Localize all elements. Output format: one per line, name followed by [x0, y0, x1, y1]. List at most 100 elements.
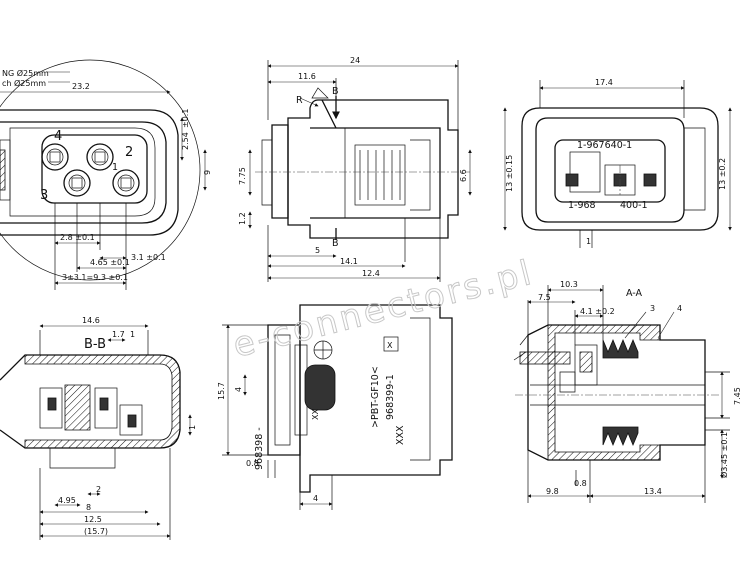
- terminal-slot: [47, 397, 57, 411]
- dimension-dia-b: Ø3.45 ±0.1: [719, 432, 729, 478]
- dimension-b: 1: [130, 330, 135, 339]
- dimension-bottom: 4: [313, 494, 318, 503]
- dimension-width: 23.2: [72, 82, 90, 91]
- dimension-right: 1: [188, 425, 197, 430]
- terminal-slot: [643, 173, 657, 187]
- code-mark-small: XX: [311, 409, 320, 420]
- side-front-lip: [271, 124, 289, 219]
- terminal-slot: [99, 397, 109, 411]
- dimension-top: 14.6: [82, 316, 100, 325]
- side-latch: [354, 144, 406, 206]
- dimension-upper: 11.6: [298, 72, 316, 81]
- marking-view: X >PBT-GF10< 968399-1 XXX XX 968398 - 15…: [217, 304, 453, 510]
- note-text: ch Ø25mm: [2, 78, 46, 88]
- terminal-slot: [127, 414, 137, 428]
- dimension-right: 13.4: [644, 487, 662, 496]
- section-title: B-B: [84, 337, 106, 352]
- end-inner-outline: [535, 117, 685, 223]
- dimension-lower-b: 12.4: [362, 269, 380, 278]
- dimension-gap: 0.8: [246, 459, 259, 468]
- dimension-b: 4.1 ±0.2: [580, 307, 615, 316]
- dimension-tolerance: ±0.1: [181, 109, 190, 128]
- dimension-right: 9: [203, 170, 212, 175]
- latch-ribs: [359, 150, 401, 200]
- section-mark-top: B: [332, 86, 339, 97]
- code-mark: XXX: [395, 425, 406, 445]
- dimension-c: 2: [96, 485, 101, 494]
- mark-box: [383, 336, 399, 352]
- dimension-d4: 3±3.1=9.3 ±0.1: [62, 273, 128, 282]
- pin-cavity: [86, 143, 114, 171]
- part-number-mark: 968399-1: [385, 374, 396, 420]
- radius-note: R: [296, 95, 303, 106]
- end-view: 1-967640-1 1-968 400-1 17.4 13 ±0.15 13 …: [503, 78, 732, 248]
- dimension-height-right: 13 ±0.2: [718, 158, 727, 190]
- side-view: R B B 24 11.6 7.75 1.2 6.6 5 14.1 12.4: [238, 56, 472, 282]
- section-a-a: A-A 3 4 10.3 7.5 4.1 ±0.2 7.45 Ø3.45: [513, 280, 742, 503]
- end-pin-block: [554, 139, 666, 203]
- dimension-small: 4: [234, 387, 243, 392]
- mark-box-text: X: [387, 341, 393, 350]
- seal-bottom: [602, 426, 639, 447]
- dimension-d3: 4.65 ±0.1: [90, 258, 130, 267]
- flag-note-icon: [311, 87, 329, 99]
- pin-number-4: 4: [54, 129, 62, 144]
- front-housing-inner: [0, 121, 167, 224]
- front-view: 4 2 3 1 NG Ø25mm ch Ø25mm 23.2 2.54 ±0.1…: [0, 59, 212, 290]
- pin-number-3: 3: [40, 188, 48, 203]
- dimension-dia-a: 7.45: [733, 387, 742, 405]
- side-part-number: 968398 -: [254, 427, 265, 470]
- dimension-g: (15.7): [84, 527, 108, 536]
- dimension-total: 24: [350, 56, 360, 65]
- front-view-detail-circle: [0, 59, 201, 281]
- dimension-a: 7.5: [538, 293, 551, 302]
- pin-number-1: 1: [112, 162, 118, 173]
- dimension-lower-a: 14.1: [340, 257, 358, 266]
- watermark: e-connectors.pl: [229, 252, 538, 365]
- part-label-top: 1-967640-1: [577, 140, 632, 151]
- dimension-height-b: 6.6: [459, 169, 468, 182]
- pin-cavity: [112, 169, 140, 197]
- dimension-width: 17.4: [595, 78, 613, 87]
- marking-housing-outline: [299, 304, 453, 493]
- front-housing-outline: [0, 109, 179, 236]
- pin-number-2: 2: [125, 145, 133, 160]
- dimension-bottom: 1: [586, 237, 591, 246]
- side-housing-outline: [287, 99, 459, 239]
- dimension-small: 1.2: [238, 212, 247, 225]
- section-b-b: B-B 14.6 1.7 1 1 2 4.95 8 12.5 (15.7): [0, 316, 197, 540]
- callout-4: 4: [677, 304, 682, 313]
- release-tab: [304, 364, 336, 411]
- callout-3: 3: [650, 304, 655, 313]
- dimension-d: 4.95: [58, 496, 76, 505]
- aa-hatched-wall: [547, 324, 661, 461]
- dimension-d2: 3.1 ±0.1: [131, 253, 166, 262]
- front-cavity: [9, 127, 156, 217]
- part-label-bottom-left: 1-968: [568, 200, 596, 211]
- dimension-left: 9.8: [546, 487, 559, 496]
- dimension-e: 8: [86, 503, 91, 512]
- side-inner-body: [310, 127, 441, 219]
- bb-hatched-wall: [24, 354, 181, 449]
- pin-cavity: [41, 143, 69, 171]
- end-housing-outline: [521, 107, 719, 231]
- dimension-a: 1.7: [112, 330, 125, 339]
- dimension-height: 15.7: [217, 382, 226, 400]
- dimension-gap: 0.8: [574, 479, 587, 488]
- section-mark-bottom: B: [332, 238, 339, 249]
- terminal-slot: [565, 173, 579, 187]
- dimension-top: 10.3: [560, 280, 578, 289]
- part-label-bottom-right: 400-1: [620, 200, 648, 211]
- dimension-height-left: 13 ±0.15: [505, 155, 514, 192]
- section-title: A-A: [626, 288, 643, 299]
- dimension-row-offset: 2.54: [181, 132, 190, 150]
- dimension-f: 12.5: [84, 515, 102, 524]
- dimension-d1: 2.8 ±0.1: [60, 233, 95, 242]
- pin-cavity: [63, 169, 91, 197]
- dimension-height-a: 7.75: [238, 167, 247, 185]
- material-mark: >PBT-GF10<: [370, 366, 381, 428]
- front-pin-block: [41, 134, 148, 204]
- seal-top: [602, 338, 639, 359]
- note-text: NG Ø25mm: [2, 68, 49, 78]
